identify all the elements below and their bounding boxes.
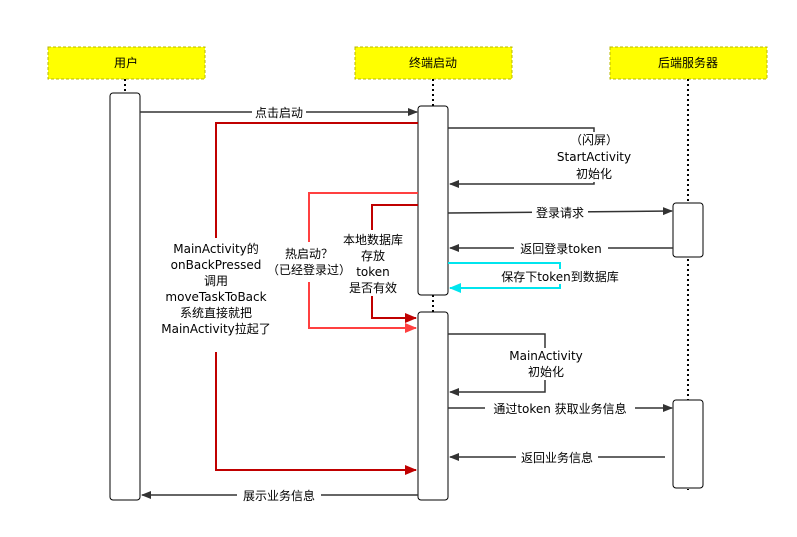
activation-server-2 bbox=[672, 399, 704, 489]
activation-terminal-1 bbox=[417, 105, 449, 296]
note-local-db: 本地数据库 存放 token 是否有效 bbox=[343, 232, 403, 295]
participant-server-label: 后端服务器 bbox=[658, 55, 718, 70]
msg-return-business-label: 返回业务信息 bbox=[521, 450, 593, 465]
msg-return-token: 返回登录token bbox=[449, 241, 673, 256]
note-hot-start: 热启动？ （已经登录过） bbox=[267, 247, 351, 277]
msg-return-token-label: 返回登录token bbox=[520, 241, 602, 256]
participant-server: 后端服务器 bbox=[609, 46, 768, 80]
activation-server-1 bbox=[672, 202, 704, 258]
msg-main-init-line2: 初始化 bbox=[528, 365, 564, 379]
msg-main-init-line1: MainActivity bbox=[509, 349, 583, 363]
note-local-db-line: 本地数据库 bbox=[343, 232, 403, 247]
msg-save-token-label: 保存下token到数据库 bbox=[501, 269, 619, 284]
note-local-db-line: token bbox=[356, 265, 390, 279]
msg-click-start: 点击启动 bbox=[140, 105, 418, 120]
participant-terminal: 终端启动 bbox=[354, 46, 513, 80]
participant-user: 用户 bbox=[47, 46, 206, 80]
msg-show-business: 展示业务信息 bbox=[141, 488, 418, 503]
local-db-path bbox=[371, 204, 418, 323]
msg-save-token: 保存下token到数据库 bbox=[448, 262, 628, 293]
msg-return-business: 返回业务信息 bbox=[449, 450, 665, 465]
note-back-pressed-line: 调用 bbox=[204, 274, 228, 288]
note-back-pressed-line: MainActivity拉起了 bbox=[161, 321, 271, 336]
note-back-pressed-line: moveTaskToBack bbox=[165, 290, 266, 304]
msg-get-business: 通过token 获取业务信息 bbox=[448, 401, 673, 416]
back-pressed-path bbox=[215, 122, 418, 475]
msg-splash-line1: （闪屏） bbox=[570, 133, 618, 147]
note-back-pressed: MainActivity的 onBackPressed 调用 moveTaskT… bbox=[161, 241, 271, 336]
msg-get-business-label: 通过token 获取业务信息 bbox=[493, 401, 626, 416]
note-hot-start-line: （已经登录过） bbox=[267, 262, 351, 277]
participant-terminal-label: 终端启动 bbox=[409, 55, 457, 70]
note-back-pressed-line: onBackPressed bbox=[171, 258, 262, 272]
hot-start-path bbox=[308, 192, 418, 333]
activation-user bbox=[109, 92, 141, 501]
msg-click-start-label: 点击启动 bbox=[255, 106, 303, 120]
msg-splash-init: （闪屏） StartActivity 初始化 bbox=[448, 127, 636, 188]
msg-splash-line3: 初始化 bbox=[576, 167, 612, 181]
activation-terminal-2 bbox=[417, 311, 449, 501]
note-hot-start-line: 热启动？ bbox=[285, 247, 333, 261]
msg-splash-line2: StartActivity bbox=[557, 150, 631, 164]
msg-show-business-label: 展示业务信息 bbox=[243, 488, 315, 503]
note-local-db-line: 存放 bbox=[361, 248, 385, 263]
note-back-pressed-line: 系统直接就把 bbox=[180, 305, 252, 320]
msg-login-request-label: 登录请求 bbox=[536, 205, 584, 220]
note-back-pressed-line: MainActivity的 bbox=[173, 241, 259, 256]
participant-user-label: 用户 bbox=[114, 55, 138, 70]
note-local-db-line: 是否有效 bbox=[349, 280, 397, 295]
msg-main-init: MainActivity 初始化 bbox=[448, 333, 587, 396]
msg-login-request: 登录请求 bbox=[447, 205, 673, 220]
